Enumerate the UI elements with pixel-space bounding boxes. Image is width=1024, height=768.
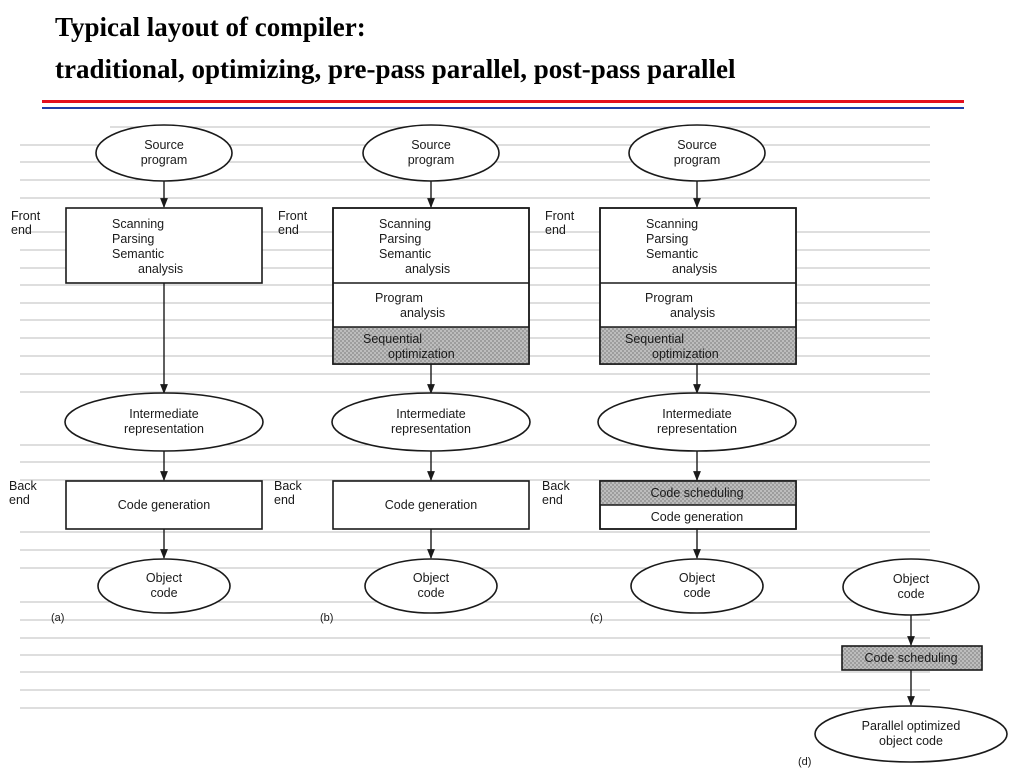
parallel-label-line-1: Parallel optimized	[862, 719, 961, 733]
scanning-label: Scanning	[646, 217, 698, 231]
slide-title-line-1: Typical layout of compiler:	[55, 12, 366, 42]
semantic-label: Semantic	[379, 247, 431, 261]
back-end-box-outline	[599, 480, 797, 530]
column-c: Source program Front end Scanning Parsin…	[542, 124, 797, 624]
front-end-box-outline	[599, 207, 797, 365]
object-label-line-2: code	[150, 586, 177, 600]
code-scheduling-label: Code scheduling	[864, 651, 957, 665]
source-label-line-2: program	[674, 153, 721, 167]
front-end-label-line-1: Front	[278, 209, 308, 223]
object-label-line-1: Object	[679, 571, 716, 585]
code-generation-label: Code generation	[385, 498, 477, 512]
front-end-label-line-2: end	[11, 223, 32, 237]
program-analysis-label-line-1: Program	[645, 291, 693, 305]
sequential-optimization-label-line-1: Sequential	[363, 332, 422, 346]
ir-label-line-2: representation	[391, 422, 471, 436]
ir-label-line-1: Intermediate	[662, 407, 732, 421]
sequential-optimization-shading	[600, 327, 796, 364]
sequential-optimization-shading	[333, 327, 529, 364]
code-scheduling-shading	[600, 481, 796, 505]
object-code-node	[97, 558, 231, 614]
source-label-line-2: program	[408, 153, 455, 167]
parsing-label: Parsing	[379, 232, 421, 246]
front-end-label-line-1: Front	[11, 209, 41, 223]
scanning-label: Scanning	[112, 217, 164, 231]
sequential-optimization-label-line-2: optimization	[652, 347, 719, 361]
code-generation-label: Code generation	[651, 510, 743, 524]
back-end-label-line-1: Back	[9, 479, 38, 493]
front-end-label-line-2: end	[545, 223, 566, 237]
parallel-optimized-object-code-node	[814, 705, 1008, 763]
blue-divider	[42, 107, 964, 109]
column-a: Source program Front end Scanning Parsin…	[9, 124, 264, 624]
analysis-label: analysis	[138, 262, 183, 276]
parsing-label: Parsing	[112, 232, 154, 246]
parallel-label-line-2: object code	[879, 734, 943, 748]
semantic-label: Semantic	[112, 247, 164, 261]
back-end-label-line-1: Back	[274, 479, 303, 493]
object-label-line-1: Object	[146, 571, 183, 585]
caption-c: (c)	[590, 612, 603, 624]
object-label-line-1: Object	[413, 571, 450, 585]
code-scheduling-label: Code scheduling	[650, 486, 743, 500]
analysis-label: analysis	[405, 262, 450, 276]
source-label-line-1: Source	[144, 138, 184, 152]
front-end-box	[65, 207, 263, 284]
object-label-line-2: code	[417, 586, 444, 600]
sequential-optimization-label-line-2: optimization	[388, 347, 455, 361]
code-scheduling-box	[841, 645, 983, 671]
back-end-label-line-1: Back	[542, 479, 571, 493]
code-generation-box	[332, 480, 530, 530]
program-analysis-label-line-2: analysis	[400, 306, 445, 320]
object-label-line-2: code	[897, 587, 924, 601]
program-analysis-label-line-1: Program	[375, 291, 423, 305]
front-end-label-line-2: end	[278, 223, 299, 237]
source-label-line-1: Source	[411, 138, 451, 152]
column-b: Source program Front end Scanning Parsin…	[274, 124, 531, 624]
ir-label-line-2: representation	[124, 422, 204, 436]
code-generation-label: Code generation	[118, 498, 210, 512]
object-label-line-2: code	[683, 586, 710, 600]
ir-label-line-2: representation	[657, 422, 737, 436]
scanning-label: Scanning	[379, 217, 431, 231]
semantic-label: Semantic	[646, 247, 698, 261]
ir-label-line-1: Intermediate	[129, 407, 199, 421]
column-d: Object code Code scheduling Parallel opt…	[798, 558, 1008, 768]
red-divider	[42, 100, 964, 103]
program-analysis-label-line-2: analysis	[670, 306, 715, 320]
front-end-label-line-1: Front	[545, 209, 575, 223]
caption-d: (d)	[798, 756, 811, 768]
ir-label-line-1: Intermediate	[396, 407, 466, 421]
caption-b: (b)	[320, 612, 333, 624]
parsing-label: Parsing	[646, 232, 688, 246]
source-label-line-1: Source	[677, 138, 717, 152]
sequential-optimization-label-line-1: Sequential	[625, 332, 684, 346]
slide-title-line-2: traditional, optimizing, pre-pass parall…	[55, 54, 736, 84]
caption-a: (a)	[51, 612, 64, 624]
back-end-label-line-2: end	[9, 493, 30, 507]
analysis-label: analysis	[672, 262, 717, 276]
source-label-line-2: program	[141, 153, 188, 167]
back-end-label-line-2: end	[542, 493, 563, 507]
object-label-line-1: Object	[893, 572, 930, 586]
back-end-label-line-2: end	[274, 493, 295, 507]
object-code-node	[364, 558, 498, 614]
object-code-node	[630, 558, 764, 614]
